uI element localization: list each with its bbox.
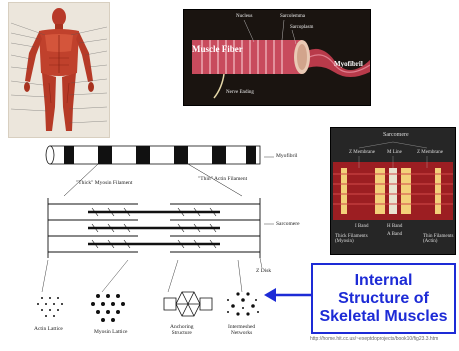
label-i-band: I Band <box>355 224 368 229</box>
label-myofibril: Myofibril <box>334 60 363 68</box>
muscle-fiber-panel: Nucleus Sarcolemma Sarcoplasm Muscle Fib… <box>183 9 371 106</box>
label-sarcolemma: Sarcolemma <box>280 14 305 19</box>
label-sketch-myofibril: Myofibril <box>276 153 297 159</box>
label-m-line: M Line <box>387 150 402 155</box>
pointer-arrow-icon <box>262 286 314 304</box>
title-callout-box: Internal Structure of Skeletal Muscles <box>311 263 456 334</box>
label-nucleus: Nucleus <box>236 14 252 19</box>
label-h-band: H Band <box>387 224 402 229</box>
myosin-lattice-dots <box>91 294 125 322</box>
sarcomere-panel: Sarcomere Z Membrane M Line Z Membrane I… <box>330 127 456 255</box>
label-a-band: A Band <box>387 232 402 237</box>
label-anchoring-structure: Anchoring Structure <box>170 324 194 336</box>
anatomy-figure-image <box>8 2 110 138</box>
label-z-membrane-right: Z Membrane <box>417 150 443 155</box>
label-myosin-lattice: Myosin Lattice <box>94 329 127 335</box>
label-nerve-ending: Nerve Ending <box>226 90 254 95</box>
label-intermeshed-networks: Intermeshed Networks <box>228 324 255 336</box>
label-thick-filaments: Thick Filaments (Myosin) <box>335 234 368 244</box>
label-muscle-fiber: Muscle Fiber <box>192 44 243 54</box>
source-url: http://home.hit.cc.us/~exeptdoprojects/b… <box>310 336 438 342</box>
actin-lattice-dots <box>37 297 63 317</box>
label-sarcoplasm: Sarcoplasm <box>290 25 313 30</box>
label-z-disk: Z Disk <box>256 268 271 274</box>
label-z-membrane-left: Z Membrane <box>349 150 375 155</box>
callout-title: Internal Structure of Skeletal Muscles <box>319 272 447 326</box>
intermeshed-networks-dots <box>227 292 259 315</box>
label-thin-filaments: Thin Filaments (Actin) <box>423 234 453 244</box>
muscle-fiber-illustration <box>184 10 370 105</box>
label-actin-lattice: Actin Lattice <box>34 326 63 332</box>
label-thick-myosin-filament: "Thick" Myosin Filament <box>76 180 132 186</box>
filament-sketch-illustration <box>28 140 328 346</box>
label-sketch-sarcomere: Sarcomere <box>276 221 300 227</box>
label-sarcomere-title: Sarcomere <box>383 132 409 139</box>
muscular-body-illustration <box>9 3 109 137</box>
anchoring-structure-lattice <box>164 292 212 316</box>
label-thin-actin-filament: "Thin" Actin Filament <box>198 176 247 182</box>
filament-sketch-diagram: Myofibril "Thick" Myosin Filament "Thin"… <box>28 140 328 346</box>
